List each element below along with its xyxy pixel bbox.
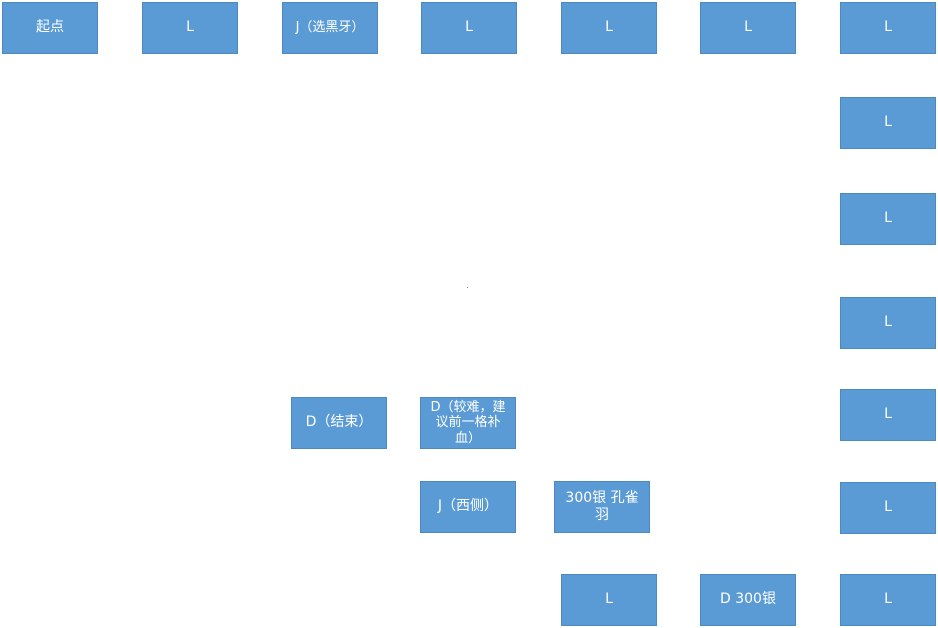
node-right-l-5: L bbox=[840, 482, 936, 534]
node-top-l-3: L bbox=[561, 2, 657, 54]
node-j-west: J（西侧） bbox=[420, 481, 516, 533]
node-right-l-4: L bbox=[840, 389, 936, 441]
node-right-l-2: L bbox=[840, 193, 936, 245]
node-right-l-6: L bbox=[840, 574, 936, 626]
node-bottom-l: L bbox=[561, 574, 657, 626]
node-d-hard: D（较难，建议前一格补血） bbox=[420, 397, 516, 449]
stray-dot bbox=[467, 287, 468, 288]
node-right-l-3: L bbox=[840, 297, 936, 349]
node-top-l-1: L bbox=[142, 2, 238, 54]
node-top-l-5: L bbox=[840, 2, 936, 54]
node-top-j-black-tooth: J（选黑牙） bbox=[282, 2, 378, 54]
node-start: 起点 bbox=[2, 2, 98, 54]
node-shop-peacock-feather: 300银 孔雀羽 bbox=[554, 481, 650, 533]
node-right-l-1: L bbox=[840, 97, 936, 149]
node-top-l-4: L bbox=[700, 2, 796, 54]
node-top-l-2: L bbox=[421, 2, 517, 54]
node-bottom-d-300: D 300银 bbox=[700, 574, 796, 626]
node-end: D（结束） bbox=[291, 397, 387, 449]
